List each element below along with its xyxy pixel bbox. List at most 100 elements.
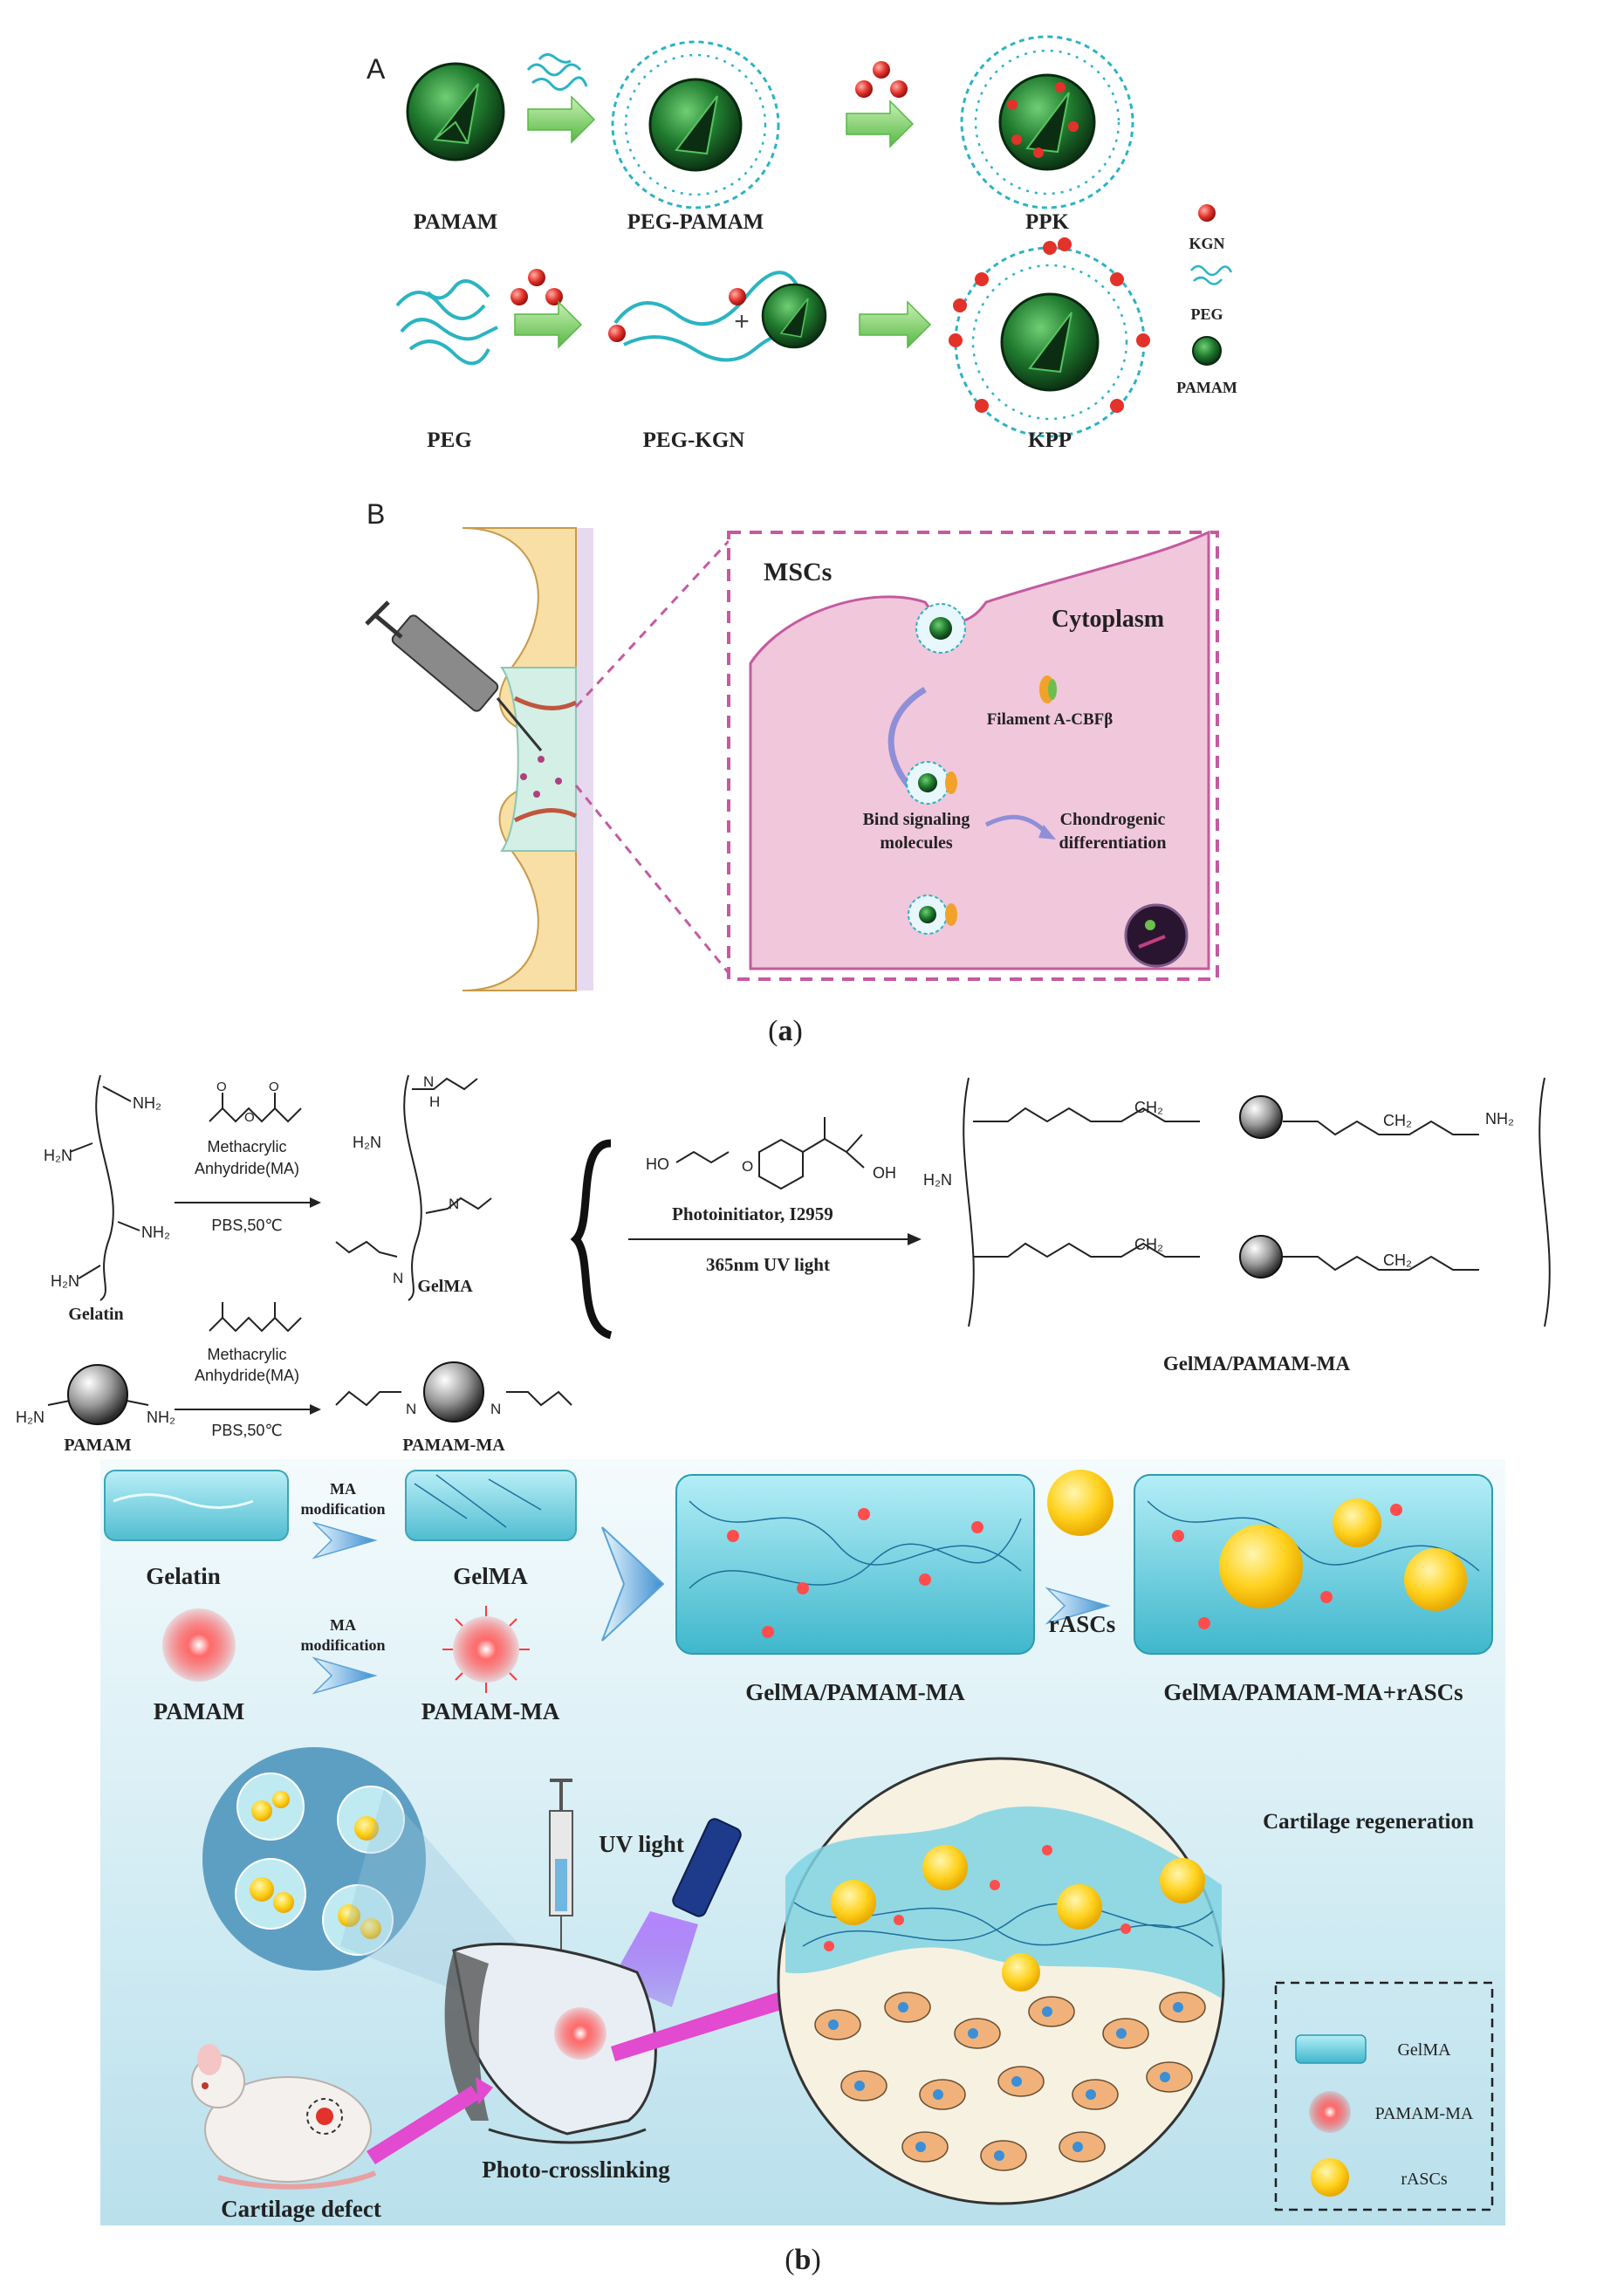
arrow-peg-to-pegkgn <box>514 300 583 349</box>
label-bind-2: molecules <box>880 833 953 853</box>
nanoparticle-entering <box>915 603 966 654</box>
product-nh2: NH₂ <box>1485 1110 1514 1128</box>
arrowhead-rat-to-knee <box>476 2077 493 2105</box>
kpp-particle <box>949 237 1150 438</box>
pamam-nh2: NH₂ <box>147 1409 175 1426</box>
label-pamam-ma-chem: PAMAM-MA <box>402 1436 505 1455</box>
methacrylic-anhydride-structure-2 <box>209 1302 302 1333</box>
ma1-o-c: O <box>269 1080 279 1094</box>
differentiation-arrowhead <box>1038 825 1056 840</box>
gelatin-structure <box>69 1074 140 1301</box>
reagent-ma-2-line2: Anhydride(MA) <box>195 1367 299 1384</box>
nanoparticle-bound-lower <box>908 895 957 935</box>
label-rascs: rASCs <box>1049 1611 1116 1637</box>
ppk-particle <box>960 35 1134 209</box>
label-cartilage-defect: Cartilage defect <box>221 2196 381 2222</box>
ma-mod-1-line1: MA <box>330 1480 356 1498</box>
msc-cell-zoom <box>727 530 1219 981</box>
gelatin-nh2-2: NH₂ <box>141 1224 170 1241</box>
composite-hydrogel-block <box>675 1474 1035 1655</box>
product-ch2-3: CH₂ <box>1134 1236 1163 1253</box>
caption-b: (b) <box>785 2244 821 2276</box>
label-chondro-1: Chondrogenic <box>1060 810 1166 829</box>
ma1-o-a: O <box>216 1080 227 1094</box>
kgn-molecules-row2 <box>510 269 563 305</box>
crosslink-arrowhead <box>908 1233 922 1245</box>
methacrylic-anhydride-structure-1 <box>209 1093 302 1123</box>
legend-peg-icon <box>1190 264 1233 285</box>
label-pamam-ma-sphere: PAMAM-MA <box>421 1698 560 1724</box>
arrow-pamam-to-pegpamam <box>527 95 596 144</box>
product-ch2-1: CH₂ <box>1134 1099 1163 1116</box>
pi-oh: OH <box>873 1164 896 1182</box>
legend-kgn <box>1198 204 1216 222</box>
microgel-cluster-zoom <box>202 1747 426 1971</box>
arrow-rat-to-knee <box>367 2086 480 2164</box>
gelatin-nh2-1: NH₂ <box>133 1094 161 1112</box>
pamam-core-row2 <box>761 283 827 349</box>
photoinitiator-structure <box>675 1117 865 1190</box>
knee-bone-model <box>444 1943 657 2144</box>
caption-a: (a) <box>768 1015 803 1047</box>
pi-o: O <box>742 1158 753 1175</box>
peg-strands-small <box>526 53 588 91</box>
label-pamam-chem: PAMAM <box>64 1436 131 1455</box>
syringe-injector-icon <box>549 1779 573 1951</box>
cell-nucleus <box>1124 903 1189 968</box>
label-peg: PEG <box>427 429 471 452</box>
label-pamam-sphere: PAMAM <box>154 1698 244 1724</box>
arrow-pamam-to-pamamma <box>312 1656 378 1695</box>
legend-pamam-label: PAMAM <box>1176 379 1237 396</box>
ma1-o-b: O <box>244 1110 255 1125</box>
label-kpp: KPP <box>1028 429 1072 452</box>
curly-brace <box>570 1139 613 1340</box>
label-composite-cells: GelMA/PAMAM-MA+rASCs <box>1163 1679 1463 1705</box>
ma-mod-2-line2: modification <box>301 1636 386 1654</box>
gelatin-block <box>104 1470 289 1541</box>
gelma-n-2: N <box>449 1196 459 1212</box>
condition-pbs-2: PBS,50℃ <box>211 1422 282 1439</box>
label-gelma-chem: GelMA <box>417 1277 473 1296</box>
legend-box-b <box>1274 1981 1494 2211</box>
rat-illustration <box>191 2044 377 2190</box>
pi-ho: HO <box>646 1155 669 1173</box>
legend-gelma-label: GelMA <box>1397 2040 1451 2060</box>
rascs-cell-icon <box>1047 1470 1114 1536</box>
label-uv-365: 365nm UV light <box>706 1254 830 1275</box>
panel-letter-A: A <box>367 53 386 85</box>
legend-pamam-icon <box>1192 336 1222 366</box>
label-gelma-block: GelMA <box>453 1563 528 1589</box>
peg-chains <box>395 279 498 366</box>
pamam-ma-n-2: N <box>490 1401 501 1417</box>
arrow-to-composite <box>601 1526 665 1642</box>
gelma-block <box>405 1470 577 1541</box>
internalization-arrow <box>887 687 927 797</box>
product-ch2-2: CH₂ <box>1383 1112 1412 1129</box>
composite-with-cells-block <box>1134 1474 1493 1655</box>
label-product: GelMA/PAMAM-MA <box>1163 1353 1351 1375</box>
label-ppk: PPK <box>1025 210 1070 234</box>
reaction-arrowhead-gelatin <box>310 1197 321 1208</box>
cartilage-regeneration-zoom <box>777 1757 1225 2205</box>
arrow-gelatin-to-gelma <box>312 1521 378 1560</box>
zoom-line-top <box>574 539 730 709</box>
gelatin-h2n-1: H₂N <box>44 1147 72 1164</box>
gelma-h-1: H <box>429 1094 440 1110</box>
label-photo-crosslinking: Photo-crosslinking <box>482 2156 670 2183</box>
reaction-arrowhead-pamam <box>310 1404 321 1415</box>
gelma-structure <box>335 1074 492 1301</box>
label-cytoplasm: Cytoplasm <box>1052 606 1164 633</box>
legend-rascs-label: rASCs <box>1401 2170 1448 2189</box>
zoom-line-bottom <box>574 785 730 974</box>
arrow-knee-to-regeneration <box>611 1990 790 2061</box>
ma-mod-1-line2: modification <box>301 1500 386 1518</box>
pamam-sphere-reactant <box>47 1364 149 1425</box>
label-peg-pamam: PEG-PAMAM <box>627 210 764 234</box>
pamam-core-row1 <box>406 62 505 161</box>
arrow-to-kpp <box>859 300 932 349</box>
filament-cbfb-icon <box>1039 675 1057 703</box>
label-gelatin-block: Gelatin <box>146 1563 221 1589</box>
nanoparticle-bound <box>906 761 957 805</box>
label-composite: GelMA/PAMAM-MA <box>745 1679 965 1705</box>
